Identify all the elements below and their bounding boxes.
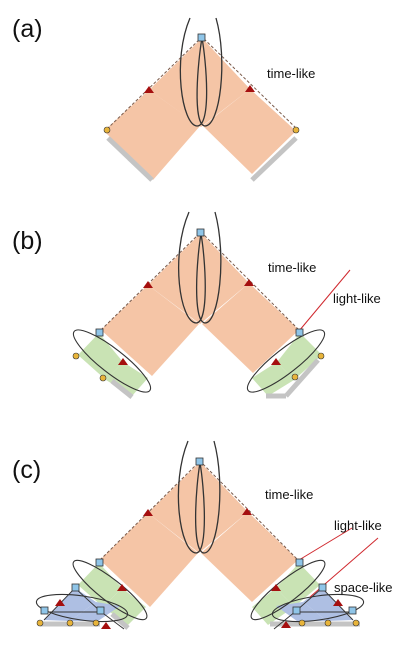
time-like-label: time-like — [267, 66, 315, 81]
space-like-loop — [271, 593, 365, 623]
circle-node — [66, 619, 74, 627]
panel-c-label: (c) — [12, 456, 41, 484]
triangle-node — [143, 509, 153, 516]
space-like-label: space-like — [334, 580, 393, 595]
time-like-label: time-like — [268, 260, 316, 275]
light-like-loop — [72, 329, 152, 393]
square-node — [71, 583, 80, 592]
triangle-node — [118, 358, 128, 365]
time-like-label: time-like — [265, 487, 313, 502]
panel-c: (c) — [12, 440, 393, 630]
square-node — [348, 606, 357, 615]
circle-node — [352, 619, 360, 627]
square-node — [292, 606, 301, 615]
square-node — [40, 606, 49, 615]
light-like-loop — [246, 329, 326, 393]
light-like-region — [78, 563, 320, 625]
square-node — [318, 583, 327, 592]
triangle-node — [143, 281, 153, 288]
triangle-node — [244, 279, 254, 286]
square-node — [196, 228, 205, 237]
triangle-node — [101, 622, 111, 629]
circle-node — [103, 126, 111, 134]
circle-node — [92, 619, 100, 627]
circle-node — [324, 619, 332, 627]
triangle-node — [333, 599, 343, 606]
circle-node — [298, 619, 306, 627]
square-node — [197, 33, 206, 42]
panel-b-label: (b) — [12, 227, 43, 255]
triangle-node — [245, 85, 255, 92]
triangle-node — [271, 584, 281, 591]
triangle-node — [281, 621, 291, 628]
square-node — [195, 457, 204, 466]
light-like-region — [78, 333, 322, 396]
light-like-guide — [298, 269, 351, 332]
circle-node — [36, 619, 44, 627]
square-node — [95, 558, 104, 567]
circle-node — [291, 373, 299, 381]
triangle-node — [117, 584, 127, 591]
triangle-node — [55, 599, 65, 606]
panel-a: (a) time-like — [12, 15, 315, 182]
triangle-node — [242, 508, 252, 515]
light-like-loop — [72, 559, 148, 621]
time-like-region — [104, 36, 298, 180]
panel-b: (b) ti — [12, 211, 381, 399]
circle-node — [72, 352, 80, 360]
square-node — [96, 606, 105, 615]
time-like-region — [99, 460, 299, 607]
light-like-label: light-like — [334, 518, 382, 533]
square-node — [95, 328, 104, 337]
light-like-label: light-like — [333, 291, 381, 306]
boundary-shadow — [106, 136, 298, 182]
square-node — [295, 558, 304, 567]
circle-node — [317, 352, 325, 360]
triangle-node — [144, 86, 154, 93]
light-like-loop — [250, 559, 326, 621]
panel-a-label: (a) — [12, 15, 43, 43]
circle-node — [99, 374, 107, 382]
time-like-region — [100, 231, 300, 376]
square-node — [295, 328, 304, 337]
light-like-guide — [298, 527, 353, 561]
triangle-node — [271, 358, 281, 365]
circle-node — [292, 126, 300, 134]
